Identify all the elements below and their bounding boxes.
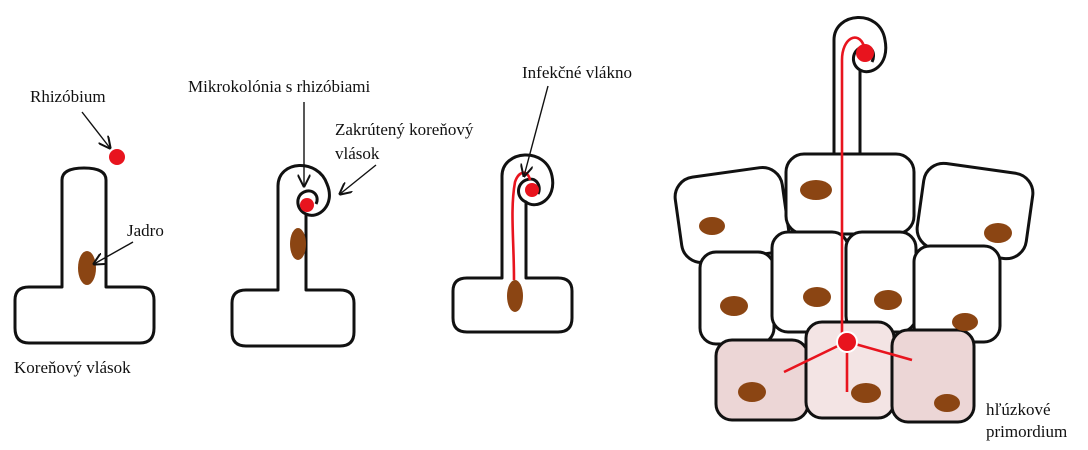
- nucleus-icon: [934, 394, 960, 412]
- label-curled-line1: Zakrútený koreňový: [335, 120, 474, 139]
- microcolony-icon: [300, 198, 314, 212]
- nucleus-icon: [78, 251, 96, 285]
- nucleus-icon: [699, 217, 725, 235]
- nucleus-icon: [952, 313, 978, 331]
- cortex-cell: [772, 232, 848, 332]
- microcolony-icon: [525, 183, 539, 197]
- rhizobium-arrow-icon: [82, 112, 110, 148]
- nucleus-icon: [290, 228, 306, 260]
- rhizobium-icon: [109, 149, 125, 165]
- stage-2-curled-hair: Mikrokolónia s rhizóbiami Zakrútený kore…: [188, 77, 474, 346]
- nucleus-icon: [507, 280, 523, 312]
- label-curled-line2: vlások: [335, 144, 380, 163]
- primordium-cell: [892, 330, 974, 422]
- stage-4-nodule-primordium: hľúzkové primordium: [673, 17, 1068, 441]
- nucleus-icon: [803, 287, 831, 307]
- nucleus-icon: [800, 180, 832, 200]
- label-primordium-line2: primordium: [986, 422, 1067, 441]
- nucleus-icon: [851, 383, 881, 403]
- label-infection-thread: Infekčné vlákno: [522, 63, 632, 82]
- nucleus-icon: [738, 382, 766, 402]
- cortex-cell: [846, 232, 916, 332]
- primordium-cell: [716, 340, 808, 420]
- label-rhizobium: Rhizóbium: [30, 87, 106, 106]
- stage-1-root-hair: Rhizóbium Jadro Koreňový vlások: [14, 87, 164, 377]
- rhizobium-icon: [837, 332, 857, 352]
- rhizobium-icon: [856, 44, 874, 62]
- curled-arrow-icon: [340, 165, 376, 194]
- nucleus-icon: [720, 296, 748, 316]
- nucleus-icon: [874, 290, 902, 310]
- nucleus-icon: [984, 223, 1012, 243]
- label-root-hair: Koreňový vlások: [14, 358, 131, 377]
- label-primordium-line1: hľúzkové: [986, 400, 1051, 419]
- stage-3-infection-thread: Infekčné vlákno: [453, 63, 632, 332]
- label-nucleus: Jadro: [127, 221, 164, 240]
- label-microcolony: Mikrokolónia s rhizóbiami: [188, 77, 371, 96]
